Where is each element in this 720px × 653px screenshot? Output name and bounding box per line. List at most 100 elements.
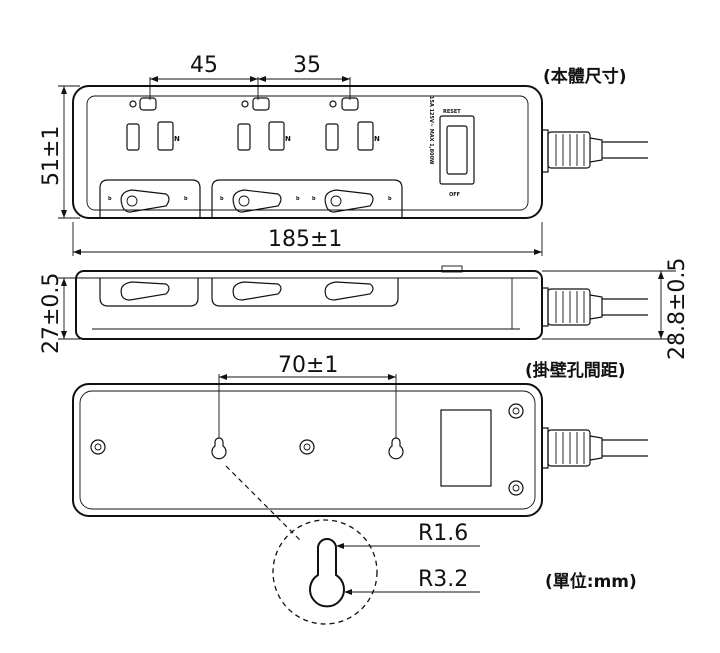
ground-pin-icon bbox=[139, 97, 157, 111]
side-switch-bay-1 bbox=[99, 278, 199, 307]
outlet-group-3: N bbox=[325, 97, 380, 151]
spacing-1-label: 45 bbox=[190, 53, 218, 78]
outlet-slot bbox=[268, 121, 285, 151]
switch-bay-1 bbox=[99, 179, 201, 218]
side-view-body bbox=[75, 270, 543, 340]
screw-center bbox=[299, 439, 315, 455]
screw-inner bbox=[512, 407, 520, 415]
rocker-switch-icon bbox=[324, 189, 374, 213]
indicator-icon bbox=[329, 100, 337, 108]
switch-bay-2 bbox=[211, 179, 403, 218]
rocker-switch-icon bbox=[232, 189, 282, 213]
length-dimension: 185±1 bbox=[72, 222, 543, 256]
length-label: 185±1 bbox=[268, 227, 342, 252]
rocker-switch-2: b b bbox=[220, 189, 300, 213]
bottom-view: 70±1 R1.6 R3.2 (單位:mm) bbox=[72, 353, 648, 625]
reset-bump bbox=[441, 265, 463, 273]
rocker-switch-3: b b bbox=[312, 189, 392, 213]
keyhole-detail-icon bbox=[309, 538, 345, 608]
radius-small-callout: R1.6 bbox=[336, 521, 480, 549]
arrowheads bbox=[658, 271, 664, 339]
rating-text: 15A 125V~ MAX 1,800W bbox=[428, 96, 434, 165]
outlet-slot bbox=[357, 121, 374, 151]
outlet-slot bbox=[126, 123, 140, 151]
detail-circle bbox=[272, 519, 378, 625]
spacing-2-label: 35 bbox=[293, 53, 321, 78]
outlet-mark: N bbox=[374, 135, 380, 143]
label-window bbox=[440, 409, 492, 487]
keyhole-left-icon bbox=[211, 437, 227, 460]
switch-mark: b bbox=[184, 196, 188, 202]
rocker-switch-icon bbox=[324, 281, 374, 301]
screw-top-right bbox=[508, 403, 524, 419]
side-switch-bay-2 bbox=[211, 278, 399, 307]
radius-large-callout: R3.2 bbox=[344, 567, 480, 595]
indicator-icon bbox=[241, 100, 249, 108]
cord-taper bbox=[589, 435, 603, 461]
rocker-switch-icon bbox=[120, 281, 170, 301]
cord-boot bbox=[547, 288, 591, 326]
bottom-view-inner bbox=[79, 390, 536, 510]
outlet-mark: N bbox=[285, 135, 291, 143]
side-height-right-dimension: 28.8±0.5 bbox=[542, 258, 690, 360]
height-top-label: 51±1 bbox=[39, 126, 64, 186]
switch-mark: b bbox=[312, 196, 316, 202]
spacing-dimension: 45 35 bbox=[149, 53, 351, 100]
radius-large-label: R3.2 bbox=[418, 567, 468, 592]
arrowheads bbox=[336, 543, 344, 549]
screw-outer bbox=[90, 439, 106, 455]
body-size-label: (本體尺寸) bbox=[543, 66, 627, 87]
hole-distance-label: 70±1 bbox=[278, 353, 338, 378]
off-label: OFF bbox=[449, 192, 460, 198]
cord-boot bbox=[547, 429, 591, 467]
cord-taper bbox=[589, 294, 603, 320]
indicator-icon bbox=[129, 100, 137, 108]
side-height-dimension: 27±0.5 bbox=[39, 273, 80, 354]
screw-outer bbox=[299, 439, 315, 455]
rocker-switch-icon bbox=[232, 281, 282, 301]
outlet-group-1: N bbox=[126, 97, 180, 151]
rocker-switch-icon bbox=[120, 189, 170, 213]
hole-spacing-label: (掛壁孔間距) bbox=[525, 360, 626, 381]
cord-taper bbox=[589, 137, 603, 163]
reset-button bbox=[446, 125, 468, 175]
outlet-mark: N bbox=[174, 135, 180, 143]
power-cord-side bbox=[542, 287, 648, 327]
screw-inner bbox=[303, 443, 311, 451]
power-cord-top bbox=[542, 129, 648, 173]
keyhole-right-icon bbox=[388, 437, 404, 460]
outlet-group-2: N bbox=[237, 97, 291, 151]
screw-bottom-right bbox=[508, 480, 524, 496]
radius-small-label: R1.6 bbox=[418, 521, 468, 546]
screw-left bbox=[90, 439, 106, 455]
ground-pin-icon bbox=[252, 97, 270, 111]
switch-mark: b bbox=[108, 196, 112, 202]
screw-inner bbox=[512, 484, 520, 492]
outlet-slot bbox=[237, 123, 251, 151]
arrowheads bbox=[344, 589, 352, 595]
height-dimension: 51±1 bbox=[39, 85, 80, 219]
rocker-switch-1: b b bbox=[108, 189, 188, 213]
top-view-body bbox=[72, 85, 543, 219]
screw-outer bbox=[508, 403, 524, 419]
hole-distance-dimension: 70±1 bbox=[218, 353, 397, 438]
outlet-slot bbox=[325, 123, 339, 151]
top-view: N N N b b b bbox=[39, 53, 648, 256]
cord-boot bbox=[547, 131, 591, 169]
screw-outer bbox=[508, 480, 524, 496]
unit-label: (單位:mm) bbox=[545, 571, 637, 592]
top-view-inner-panel bbox=[86, 95, 529, 211]
switch-mark: b bbox=[296, 196, 300, 202]
screw-inner bbox=[94, 443, 102, 451]
reset-label: RESET bbox=[443, 109, 461, 115]
arrowheads bbox=[150, 76, 350, 82]
outlet-slot bbox=[157, 121, 174, 151]
side-view: 27±0.5 28.8±0.5 (掛壁孔間距) bbox=[39, 258, 690, 381]
power-cord-bottom bbox=[542, 427, 648, 469]
reset-switch-frame bbox=[439, 115, 475, 185]
switch-mark: b bbox=[388, 196, 392, 202]
height-side-right-label: 28.8±0.5 bbox=[665, 258, 690, 360]
rocker-pivot bbox=[238, 195, 250, 207]
height-side-label: 27±0.5 bbox=[39, 273, 64, 354]
